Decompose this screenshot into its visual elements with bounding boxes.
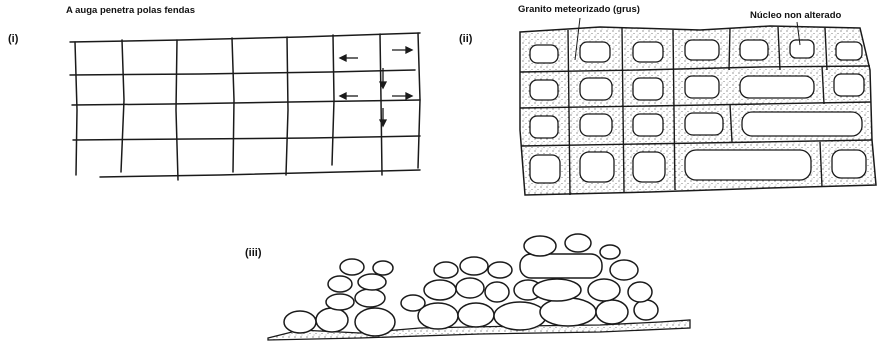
label-weathered-granite: Granito meteorizado (grus) bbox=[518, 4, 640, 15]
panel-iii-label: (iii) bbox=[245, 247, 262, 259]
water-arrows bbox=[340, 47, 412, 126]
panel-i-joints bbox=[70, 33, 420, 180]
panel-iii-boulders bbox=[284, 234, 658, 336]
panel-ii-label: (ii) bbox=[459, 33, 472, 45]
label-unaltered-core: Núcleo non alterado bbox=[750, 10, 841, 21]
